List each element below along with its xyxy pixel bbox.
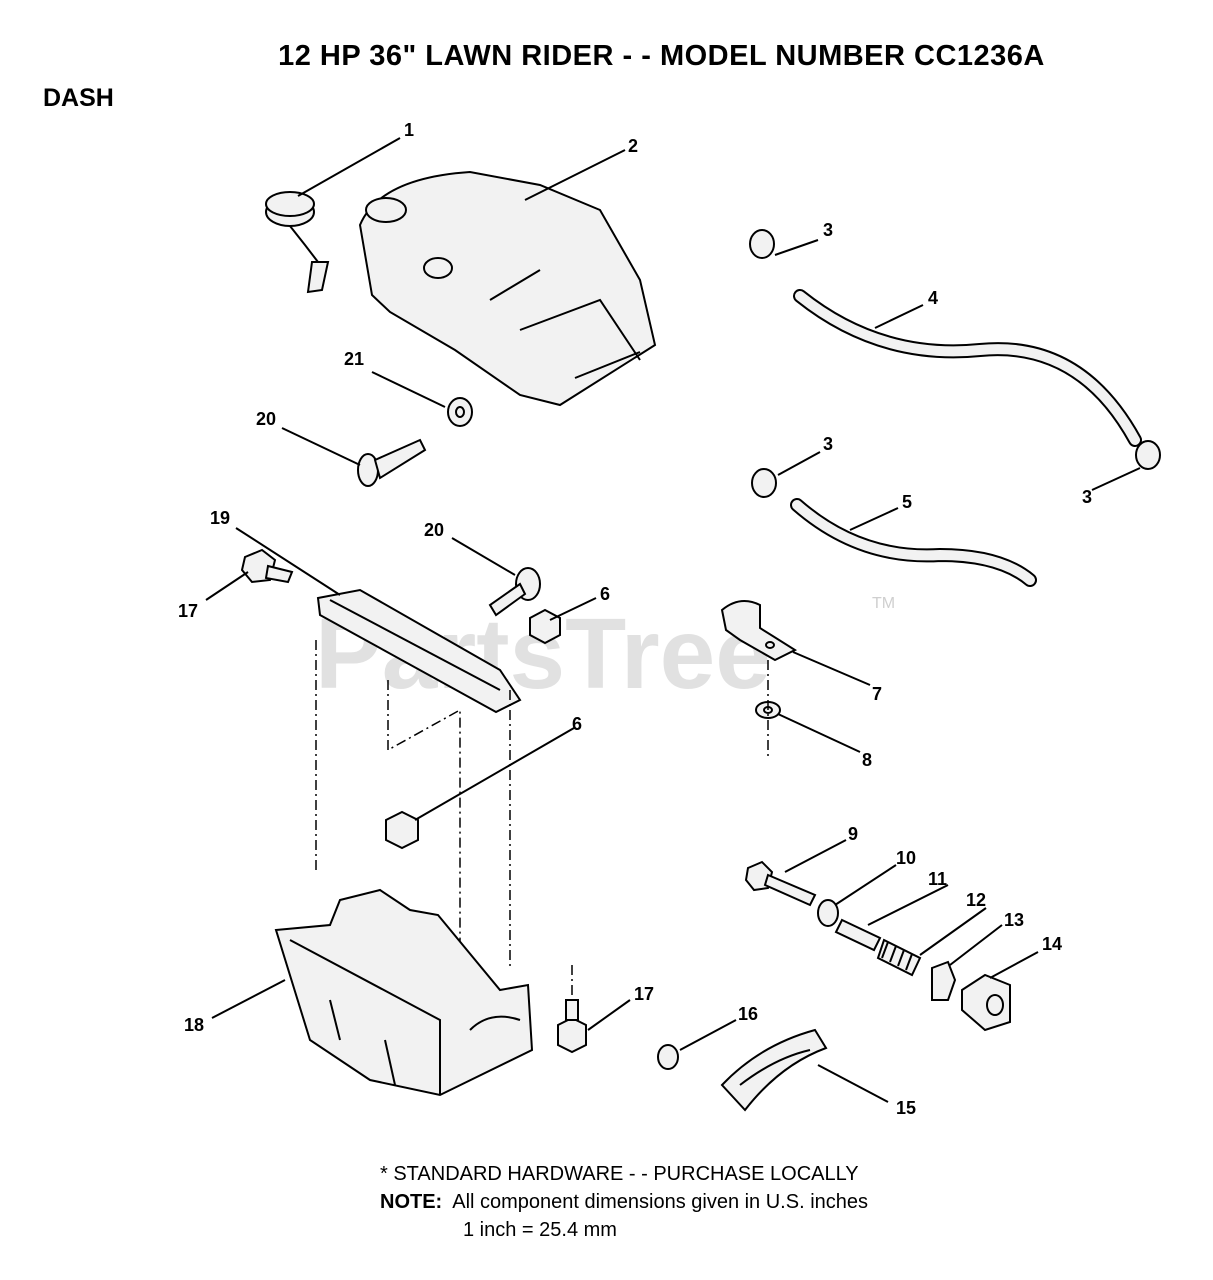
callout-label: 20 <box>256 409 276 429</box>
page-title: 12 HP 36" LAWN RIDER - - MODEL NUMBER CC… <box>278 40 1045 72</box>
hex-nut-part[interactable] <box>529 608 561 645</box>
watermark-tm: TM <box>872 595 895 612</box>
callout-label: 18 <box>184 1015 204 1035</box>
hex-bolt-part[interactable] <box>240 548 294 584</box>
callout-label: 21 <box>344 349 364 369</box>
spacer-part[interactable] <box>834 918 882 952</box>
note-label: NOTE: <box>380 1191 443 1213</box>
dash-cover-part[interactable] <box>358 170 657 407</box>
conversion-note: 1 inch = 25.4 mm <box>463 1219 617 1241</box>
standard-hardware-note: * STANDARD HARDWARE - - PURCHASE LOCALLY <box>380 1163 859 1185</box>
callout-label: 10 <box>896 848 916 868</box>
screw-part-2[interactable] <box>488 567 541 617</box>
callout-label: 1 <box>404 120 414 140</box>
footnotes: * STANDARD HARDWARE - - PURCHASE LOCALLY… <box>380 1160 868 1244</box>
hose-clamp-part[interactable] <box>749 229 1161 498</box>
lever-guide-part[interactable] <box>961 973 1011 1032</box>
dash-bracket-part[interactable] <box>316 588 522 714</box>
callout-label: 7 <box>872 684 882 704</box>
callout-label: 14 <box>1042 934 1062 954</box>
callout-label: 6 <box>600 584 610 604</box>
dimensions-note: NOTE: All component dimensions given in … <box>380 1188 868 1216</box>
callout-label: 12 <box>966 890 986 910</box>
leader-lines <box>205 137 1141 1103</box>
spring-part[interactable] <box>876 938 922 977</box>
washer-part-2[interactable] <box>817 899 839 927</box>
callout-label: 3 <box>1082 487 1092 507</box>
callout-label: 3 <box>823 434 833 454</box>
note-text: All component dimensions given in U.S. i… <box>452 1191 869 1213</box>
callout-label: 11 <box>928 869 947 889</box>
callout-label: 20 <box>424 520 444 540</box>
callout-label: 19 <box>210 508 230 528</box>
fuel-hose-upper-part[interactable] <box>793 289 1142 447</box>
grommet-part[interactable] <box>657 1044 679 1070</box>
fuel-hose-lower-part[interactable] <box>790 498 1037 587</box>
lower-dash-panel-part[interactable] <box>274 888 534 1097</box>
callout-label: 6 <box>572 714 582 734</box>
section-label: DASH <box>43 84 114 112</box>
height-plate-part[interactable] <box>720 1028 828 1112</box>
fuel-cap-part[interactable] <box>265 191 330 294</box>
callout-label: 9 <box>848 824 858 844</box>
callout-label: 17 <box>634 984 654 1004</box>
callout-label: 17 <box>178 601 198 621</box>
bolt-part[interactable] <box>744 860 817 907</box>
callout-label: 8 <box>862 750 872 770</box>
callout-label: 16 <box>738 1004 758 1024</box>
hex-bolt-part-2[interactable] <box>557 999 587 1054</box>
callout-label: 3 <box>823 220 833 240</box>
hex-nut-part-2[interactable] <box>385 810 419 850</box>
callout-label: 13 <box>1004 910 1024 930</box>
clip-bracket-part[interactable] <box>931 960 957 1001</box>
washer-part[interactable] <box>447 397 473 427</box>
callouts: 1 2 3 4 3 3 5 21 20 19 20 6 17 7 6 8 9 1… <box>178 120 1092 1118</box>
callout-label: 15 <box>896 1098 916 1118</box>
callout-label: 5 <box>902 492 912 512</box>
callout-label: 4 <box>928 288 938 308</box>
clip-part[interactable] <box>720 600 798 662</box>
callout-label: 2 <box>628 136 638 156</box>
screw-part[interactable] <box>357 438 427 487</box>
